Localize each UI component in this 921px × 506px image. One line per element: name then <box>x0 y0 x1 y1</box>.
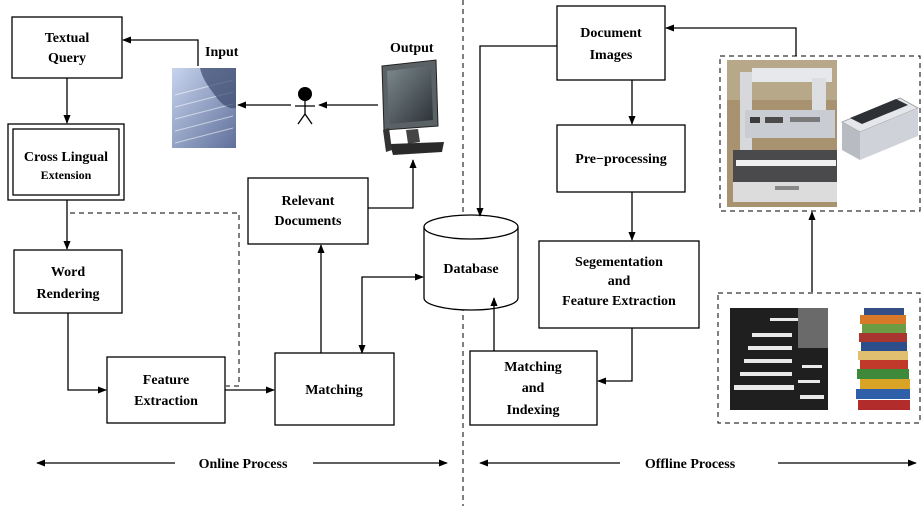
offline-process-label: Offline Process <box>645 457 736 472</box>
book-scanner-image <box>727 60 837 207</box>
matching-label: Matching <box>305 383 363 398</box>
textual-query-line-2: Query <box>48 51 86 66</box>
database-label: Database <box>443 262 498 277</box>
scanner-images-region <box>719 55 921 212</box>
online-region-dashed-boundary <box>70 212 240 387</box>
node-relevant-documents: Relevant Documents <box>247 177 369 245</box>
books-images-region <box>717 292 921 424</box>
node-pre-processing: Pre−processing <box>556 124 686 193</box>
feature-extraction-line-2: Extraction <box>134 394 198 409</box>
word-rendering-line-2: Rendering <box>37 287 100 302</box>
arrow-matching-database <box>358 273 424 354</box>
matching-indexing-line-3: Indexing <box>507 403 560 418</box>
online-process-label: Online Process <box>199 457 288 472</box>
node-feature-extraction: Feature Extraction <box>106 356 226 424</box>
segmentation-line-1: Segementation <box>575 255 663 270</box>
node-matching-indexing: Matching and Indexing <box>469 350 598 426</box>
arrow-scanner-to-document-images <box>665 24 797 56</box>
monitor-output-icon <box>381 59 444 155</box>
feature-extraction-line-1: Feature <box>143 373 189 388</box>
segmentation-line-2: and <box>608 274 631 289</box>
node-textual-query: Textual Query <box>11 16 123 79</box>
book-stack-bw-image <box>730 308 828 410</box>
textual-query-line-1: Textual <box>45 31 90 46</box>
cross-lingual-label: Cross Lingual <box>24 150 108 165</box>
arrow-relevant-to-monitor <box>368 159 417 209</box>
node-matching: Matching <box>274 352 395 426</box>
document-images-line-2: Images <box>590 48 633 63</box>
arrow-docimages-to-database <box>476 45 557 217</box>
segmentation-line-3: Feature Extraction <box>562 294 676 309</box>
node-database: Database <box>423 214 519 311</box>
word-rendering-line-1: Word <box>51 265 85 280</box>
colorful-books-image <box>856 308 910 410</box>
document-images-line-1: Document <box>580 26 642 41</box>
arrow-word-to-feature <box>67 313 107 394</box>
node-segmentation-feature-extraction: Segementation and Feature Extraction <box>538 240 700 329</box>
output-label: Output <box>390 41 434 56</box>
cross-lingual-sub-label: Extension <box>41 168 92 182</box>
keyboard-hand-image <box>172 68 236 148</box>
input-label: Input <box>205 45 239 60</box>
node-word-rendering: Word Rendering <box>13 249 123 314</box>
arrow-input-to-query <box>122 36 199 66</box>
relevant-documents-line-2: Documents <box>275 214 342 229</box>
matching-indexing-line-1: Matching <box>504 360 562 375</box>
node-document-images: Document Images <box>556 5 666 81</box>
user-person-icon <box>295 87 315 125</box>
matching-indexing-line-2: and <box>522 381 545 396</box>
flatbed-scanner-image <box>841 97 919 160</box>
node-cross-lingual-extension: Cross Lingual Extension <box>7 123 125 201</box>
relevant-documents-line-1: Relevant <box>282 194 335 209</box>
arrow-segmentation-to-matching-indexing <box>597 328 633 385</box>
pre-processing-label: Pre−processing <box>575 152 666 167</box>
